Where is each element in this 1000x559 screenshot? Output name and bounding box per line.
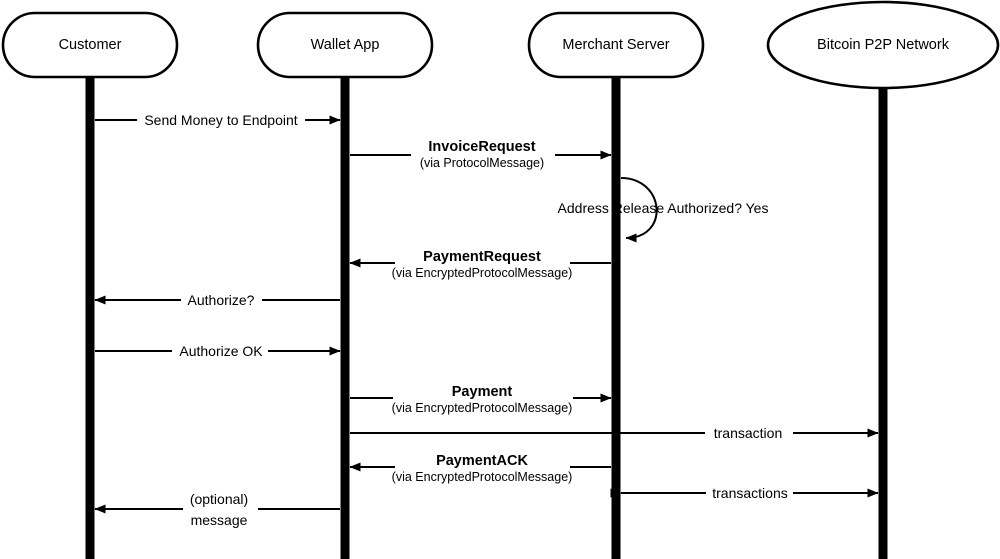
message-address-release-authorized[interactable]: Address Release Authorized? Yes bbox=[558, 177, 769, 243]
message-m5-label: Authorize? bbox=[188, 292, 255, 308]
participant-bitcoin[interactable]: Bitcoin P2P Network bbox=[766, 0, 1000, 90]
participant-merchant-label: Merchant Server bbox=[562, 37, 669, 53]
message-m2-label: InvoiceRequest bbox=[428, 139, 535, 155]
message-payment-ack[interactable]: PaymentACK (via EncryptedProtocolMessage… bbox=[349, 453, 611, 484]
message-optional-message[interactable]: (optional) message bbox=[94, 491, 340, 528]
participant-merchant-shape bbox=[527, 11, 705, 79]
message-m7-sublabel: (via EncryptedProtocolMessage) bbox=[392, 401, 573, 415]
message-m10-label: transactions bbox=[712, 485, 787, 501]
participant-bitcoin-label: Bitcoin P2P Network bbox=[817, 37, 950, 53]
participant-customer[interactable]: Customer bbox=[1, 11, 179, 79]
message-m9-sublabel: (via EncryptedProtocolMessage) bbox=[392, 470, 573, 484]
message-transaction[interactable]: transaction bbox=[350, 425, 879, 441]
message-payment-request[interactable]: PaymentRequest (via EncryptedProtocolMes… bbox=[349, 249, 611, 280]
message-m4-sublabel: (via EncryptedProtocolMessage) bbox=[392, 266, 573, 280]
message-m9-label: PaymentACK bbox=[436, 453, 528, 469]
message-invoice-request[interactable]: InvoiceRequest (via ProtocolMessage) bbox=[350, 139, 612, 170]
participant-customer-shape bbox=[1, 11, 179, 79]
message-m2-sublabel: (via ProtocolMessage) bbox=[420, 156, 544, 170]
message-send-money-to-endpoint[interactable]: Send Money to Endpoint bbox=[95, 112, 341, 128]
message-payment[interactable]: Payment (via EncryptedProtocolMessage) bbox=[350, 384, 612, 415]
message-m3-label: Address Release Authorized? Yes bbox=[558, 200, 769, 216]
message-m1-label: Send Money to Endpoint bbox=[144, 112, 297, 128]
message-m3-self-loop-arc bbox=[620, 177, 658, 243]
participant-bitcoin-shape bbox=[766, 0, 1000, 90]
message-m7-label: Payment bbox=[452, 384, 513, 400]
message-m11-label: (optional) bbox=[190, 491, 248, 507]
message-m4-label: PaymentRequest bbox=[423, 249, 541, 265]
participant-wallet[interactable]: Wallet App bbox=[256, 11, 434, 79]
message-m6-label: Authorize OK bbox=[179, 343, 263, 359]
message-authorize-query[interactable]: Authorize? bbox=[94, 292, 340, 308]
message-authorize-ok[interactable]: Authorize OK bbox=[95, 343, 341, 359]
participant-wallet-shape bbox=[256, 11, 434, 79]
message-transactions[interactable]: transactions bbox=[610, 485, 879, 501]
message-m11-sublabel: message bbox=[191, 512, 248, 528]
lifelines-group bbox=[85, 77, 888, 559]
participant-customer-label: Customer bbox=[59, 37, 122, 53]
participant-wallet-label: Wallet App bbox=[311, 37, 380, 53]
participant-merchant[interactable]: Merchant Server bbox=[527, 11, 705, 79]
message-m8-label: transaction bbox=[714, 425, 782, 441]
